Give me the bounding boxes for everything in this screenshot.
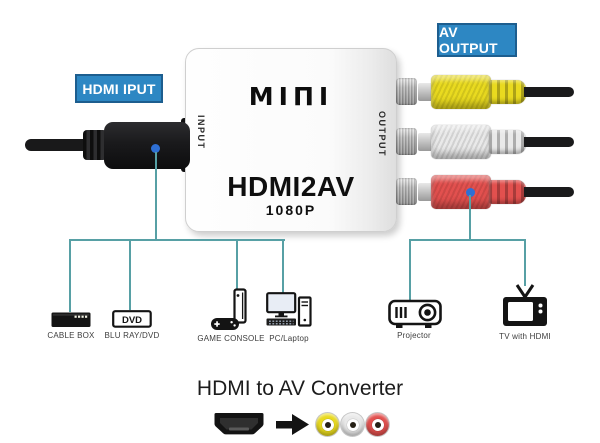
rca-jack-audio-left xyxy=(396,128,417,155)
av-output-badge: AV OUTPUT xyxy=(437,23,517,57)
drop-projector xyxy=(409,239,411,301)
drop-game-console xyxy=(236,239,238,290)
drop-cable-box xyxy=(69,239,71,312)
input-tree-bar xyxy=(69,239,285,241)
projector-label: Projector xyxy=(397,331,431,340)
rca-cable-red xyxy=(524,187,574,197)
caption: HDMI to AV Converter xyxy=(196,377,404,400)
tv-label: TV with HDMI xyxy=(499,332,551,341)
game-console-icon xyxy=(211,288,247,330)
rca-plug-tip-yellow xyxy=(418,83,433,101)
tv-icon xyxy=(503,284,547,326)
rca-jack-video xyxy=(396,78,417,105)
rca-icon-white xyxy=(341,413,364,436)
input-side-label: INPUT xyxy=(196,115,206,150)
rca-plug-yellow xyxy=(431,75,491,109)
rca-cable-white xyxy=(524,137,574,147)
converter-box: MIΠI INPUT OUTPUT HDMI2AV 1080P xyxy=(185,48,397,232)
output-tree-bar xyxy=(409,239,526,241)
hdmi-input-badge: HDMI IPUT xyxy=(75,74,163,103)
mini-logo: MIΠI xyxy=(248,82,334,111)
drop-pc xyxy=(282,239,284,293)
rca-plug-taper-yellow xyxy=(489,80,526,104)
dvd-icon-text: DVD xyxy=(122,315,142,326)
pc-icon xyxy=(266,292,312,327)
arrow-right-icon xyxy=(276,414,309,435)
rca-plug-taper-white xyxy=(489,130,526,154)
rca-jack-audio-right xyxy=(396,178,417,205)
dvd-player-icon: DVD xyxy=(112,310,152,328)
input-tree-stem xyxy=(155,152,157,241)
output-tree-stem xyxy=(469,195,471,241)
drop-tv xyxy=(524,239,526,286)
dvd-label: BLU RAY/DVD xyxy=(104,331,160,340)
rca-plug-taper-red xyxy=(489,180,526,204)
rca-plug-tip-white xyxy=(418,133,433,151)
output-side-label: OUTPUT xyxy=(377,111,387,157)
game-console-label: GAME CONSOLE xyxy=(197,334,265,343)
hdmi-connector-icon xyxy=(214,413,264,435)
input-callout-dot xyxy=(151,144,160,153)
pc-label: PC/Laptop xyxy=(269,334,309,343)
model-label: HDMI2AV xyxy=(227,171,355,202)
cable-box-label: CABLE BOX xyxy=(47,331,95,340)
drop-dvd xyxy=(129,239,131,310)
resolution-label: 1080P xyxy=(265,202,317,218)
projector-icon xyxy=(388,299,442,328)
hdmi-cable-ridges xyxy=(83,130,107,160)
rca-plug-white xyxy=(431,125,491,159)
rca-icon-red xyxy=(366,413,389,436)
cable-box-icon xyxy=(51,312,91,327)
rca-plug-tip-red xyxy=(418,183,433,201)
hdmi-plug xyxy=(104,122,190,169)
rca-plug-red xyxy=(431,175,491,209)
output-callout-dot xyxy=(466,188,475,197)
rca-cable-yellow xyxy=(524,87,574,97)
rca-icon-yellow xyxy=(316,413,339,436)
